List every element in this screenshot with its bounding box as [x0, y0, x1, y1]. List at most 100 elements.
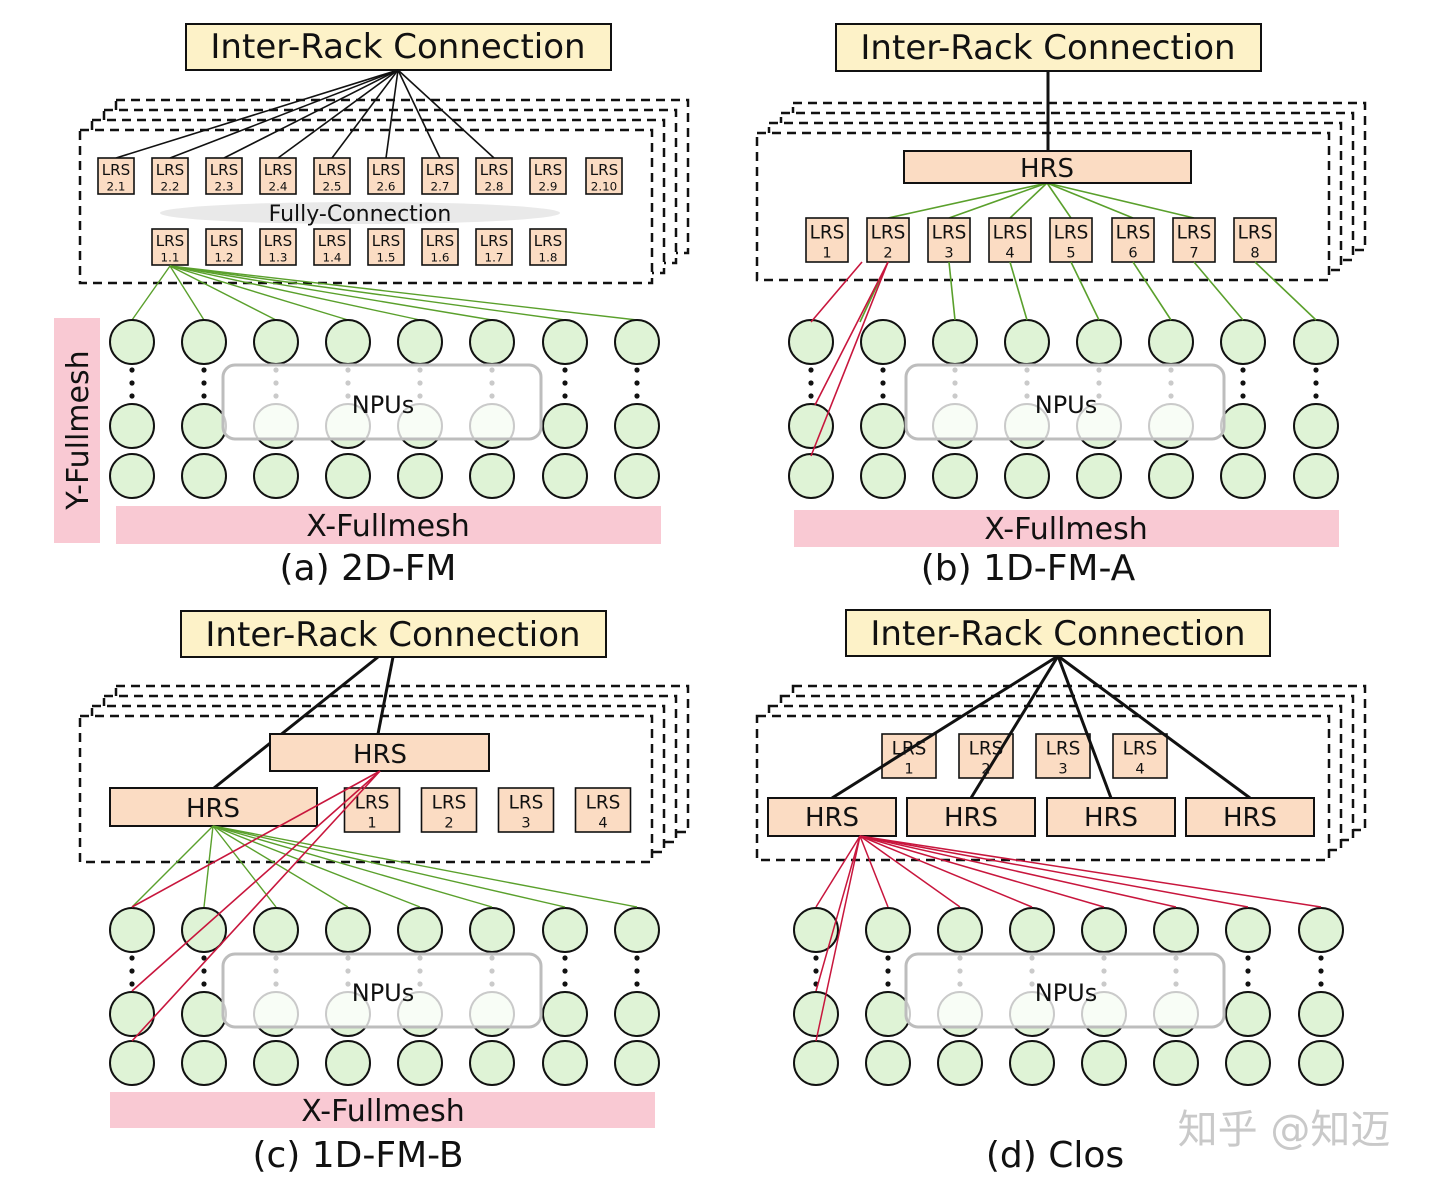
- lrs-label: LRS: [264, 232, 293, 250]
- hrs-to-npu-link: [203, 825, 214, 908]
- npu-node: [325, 319, 371, 365]
- vertical-ellipsis: [813, 955, 819, 987]
- lrs-label: LRS: [210, 232, 239, 250]
- npu-node: [469, 907, 515, 953]
- hrs-switch-top: HRS: [269, 733, 490, 772]
- lrs-label: LRS: [210, 161, 239, 179]
- lrs-box: [529, 228, 567, 266]
- panel-caption: (a) 2D-FM: [280, 548, 457, 589]
- npu-node: [181, 319, 227, 365]
- hrs-to-npu-link: [212, 825, 638, 908]
- hrs-to-npu-link: [815, 835, 861, 908]
- lrs-index: 1.1: [161, 250, 180, 264]
- npu-node: [1004, 319, 1050, 365]
- hrs-switch: HRS: [1185, 797, 1315, 837]
- x-fullmesh-label: X-Fullmesh: [301, 1094, 465, 1129]
- hrs-to-npu-link: [131, 770, 381, 992]
- lrs-index: 2.1: [107, 179, 126, 193]
- npu-node: [181, 907, 227, 953]
- y-fullmesh-band: [54, 318, 100, 543]
- ellipsis-dot: [562, 393, 568, 399]
- lrs-box: [574, 787, 632, 833]
- ellipsis-dot: [880, 393, 886, 399]
- panel-2d-fm: Inter-Rack Connection Fully-Connection L…: [54, 23, 690, 589]
- y-fullmesh-label: Y-Fullmesh: [61, 350, 96, 510]
- npu-node: [1298, 1040, 1344, 1086]
- lrs-index: 1.8: [539, 250, 558, 264]
- ellipsis-dot: [808, 380, 814, 386]
- npus-label-box: NPUs: [221, 952, 543, 1029]
- lrs-label: LRS: [355, 793, 390, 814]
- x-fullmesh-band: [116, 506, 661, 544]
- ellipsis-dot: [201, 981, 207, 987]
- panel-caption: (c) 1D-FM-B: [252, 1135, 463, 1176]
- ellipsis-dot: [813, 968, 819, 974]
- lrs-to-npu-link: [1009, 261, 1028, 321]
- hrs-to-lrs-link: [887, 182, 1048, 219]
- lrs-to-npu-link: [1070, 261, 1100, 321]
- ellipsis-dot: [562, 380, 568, 386]
- hrs-label: HRS: [944, 803, 998, 833]
- npu-node: [253, 1040, 299, 1086]
- hrs-label: HRS: [1223, 803, 1277, 833]
- npu-node: [253, 453, 299, 499]
- npu-node: [614, 453, 660, 499]
- lrs-to-npu-link: [1132, 261, 1172, 321]
- hrs-to-npu-link: [212, 825, 566, 908]
- lrs-to-npu-link: [1193, 261, 1244, 321]
- ellipsis-dot: [1240, 393, 1246, 399]
- lrs-label: LRS: [102, 161, 131, 179]
- x-fullmesh-band: [110, 1092, 655, 1128]
- ellipsis-dot: [634, 955, 640, 961]
- npu-node: [932, 453, 978, 499]
- lrs-box: [313, 157, 351, 195]
- hrs-switch-left: HRS: [109, 787, 318, 827]
- hrs-label: HRS: [1020, 154, 1074, 184]
- npu-node: [109, 319, 155, 365]
- hrs-box: [906, 797, 1036, 837]
- ellipsis-dot: [1313, 367, 1319, 373]
- lrs-index: 3: [944, 246, 953, 262]
- lrs-label: LRS: [372, 232, 401, 250]
- npus-label: NPUs: [1035, 391, 1098, 419]
- lrs-box: [259, 228, 297, 266]
- x-fullmesh-band: [794, 510, 1339, 547]
- npu-node: [469, 319, 515, 365]
- lrs-label: LRS: [480, 232, 509, 250]
- ellipsis-dot: [885, 981, 891, 987]
- fully-connection-label: Fully-Connection: [269, 202, 452, 227]
- npu-node: [542, 991, 588, 1037]
- vertical-ellipsis: [1240, 367, 1246, 399]
- hrs-to-npu-link: [859, 835, 1249, 908]
- hrs-to-lrs-link: [1046, 182, 1195, 219]
- lrs-to-npu-link: [169, 265, 566, 321]
- inter-rack-connection-box: Inter-Rack Connection: [185, 23, 612, 71]
- ellipsis-dot: [129, 968, 135, 974]
- lrs-index: 1: [367, 816, 376, 832]
- npu-node: [542, 1040, 588, 1086]
- lrs-switch: LRS 1: [343, 787, 401, 833]
- lrs-label: LRS: [156, 161, 185, 179]
- inter-rack-link: [277, 69, 399, 159]
- hrs-to-npu-link: [859, 835, 1033, 908]
- lrs-box: [1112, 733, 1168, 779]
- lrs-index: 2.8: [485, 179, 504, 193]
- lrs-index: 1.6: [431, 250, 450, 264]
- lrs-label: LRS: [586, 793, 621, 814]
- lrs-box: [313, 228, 351, 266]
- lrs-index: 2.6: [377, 179, 396, 193]
- ellipsis-dot: [1318, 981, 1324, 987]
- lrs-label: LRS: [156, 232, 185, 250]
- lrs-index: 2.4: [269, 179, 288, 193]
- npu-node: [788, 319, 834, 365]
- lrs-box: [421, 157, 459, 195]
- lrs-label: LRS: [534, 232, 563, 250]
- ellipsis-dot: [562, 981, 568, 987]
